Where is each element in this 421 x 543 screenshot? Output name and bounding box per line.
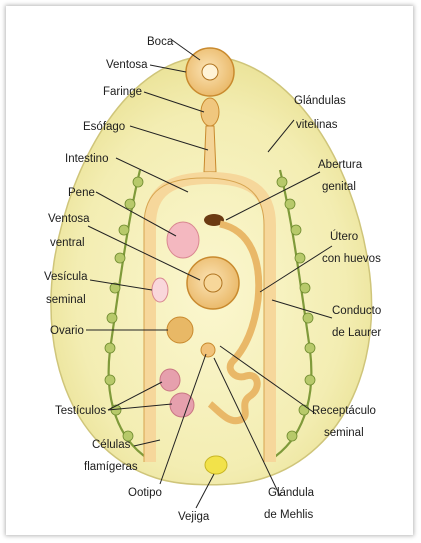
mouth <box>201 63 219 81</box>
label-ventosa-ventral-2: ventral <box>50 237 85 249</box>
label-vesicula-1: Vesícula <box>44 271 88 283</box>
label-glandulas-1: Glándulas <box>294 95 346 107</box>
label-ventosa-ventral-1: Ventosa <box>48 213 90 225</box>
ovary <box>166 316 194 344</box>
label-pene: Pene <box>68 187 95 199</box>
label-vejiga: Vejiga <box>178 511 210 523</box>
label-mehlis-1: Glándula <box>268 487 315 499</box>
label-mehlis-2: de Mehlis <box>264 509 313 521</box>
leader-lines <box>86 39 333 509</box>
label-testiculos: Testículos <box>55 405 106 417</box>
label-celulas-2: flamígeras <box>84 461 138 473</box>
label-abertura-1: Abertura <box>318 159 363 171</box>
label-faringe: Faringe <box>103 86 142 98</box>
label-receptaculo-2: seminal <box>324 427 364 439</box>
vitelline-follicles <box>104 176 316 442</box>
label-ventosa: Ventosa <box>106 59 148 71</box>
penis <box>166 221 200 259</box>
label-celulas-1: Células <box>92 439 131 451</box>
label-utero-1: Útero <box>330 230 358 243</box>
testes <box>159 368 195 418</box>
ootype <box>200 342 216 358</box>
label-receptaculo-1: Receptáculo <box>312 405 376 417</box>
label-esofago: Esófago <box>83 121 125 133</box>
bladder <box>204 455 228 475</box>
labels: Boca Ventosa Faringe Esófago Intestino P… <box>44 36 381 523</box>
label-ovario: Ovario <box>50 325 84 337</box>
label-abertura-2: genital <box>322 181 356 193</box>
label-glandulas-2: vitelinas <box>296 119 338 131</box>
label-boca: Boca <box>147 36 174 48</box>
seminal-vesicle <box>151 277 169 303</box>
uterus <box>207 220 263 425</box>
label-intestino: Intestino <box>65 153 108 165</box>
genital-pore <box>204 214 224 226</box>
label-conducto-2: de Laurer <box>332 327 381 339</box>
label-vesicula-2: seminal <box>46 294 86 306</box>
esophagus <box>203 125 217 173</box>
label-utero-2: con huevos <box>322 253 381 265</box>
label-ootipo: Ootipo <box>128 487 162 499</box>
label-conducto-1: Conducto <box>332 305 381 317</box>
